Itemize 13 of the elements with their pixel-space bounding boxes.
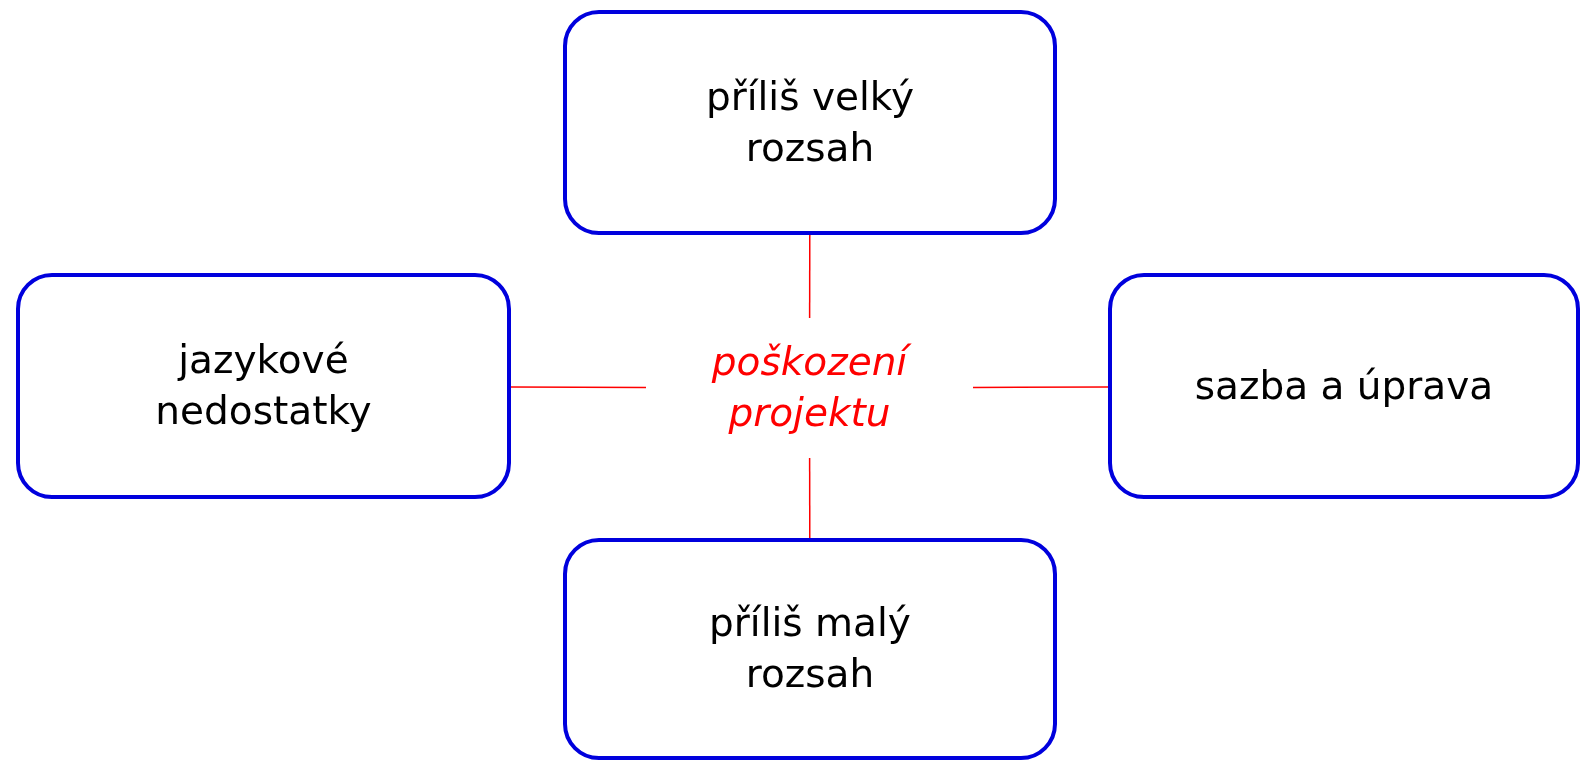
connector-line [972,386,1109,389]
connector-line [510,386,647,389]
connector-line [808,457,811,539]
rounded-box [16,273,511,499]
rounded-box [563,538,1057,760]
central-label: poškození projektu [669,337,950,439]
connector-line [808,234,811,319]
box-label: jazykové nedostatky [154,336,373,435]
box-label: příliš malý rozsah [708,599,912,698]
rounded-box [563,10,1057,235]
box-label: sazba a úprava [1194,361,1494,410]
box-label: příliš velký rozsah [704,72,916,172]
rounded-box [1108,273,1580,499]
